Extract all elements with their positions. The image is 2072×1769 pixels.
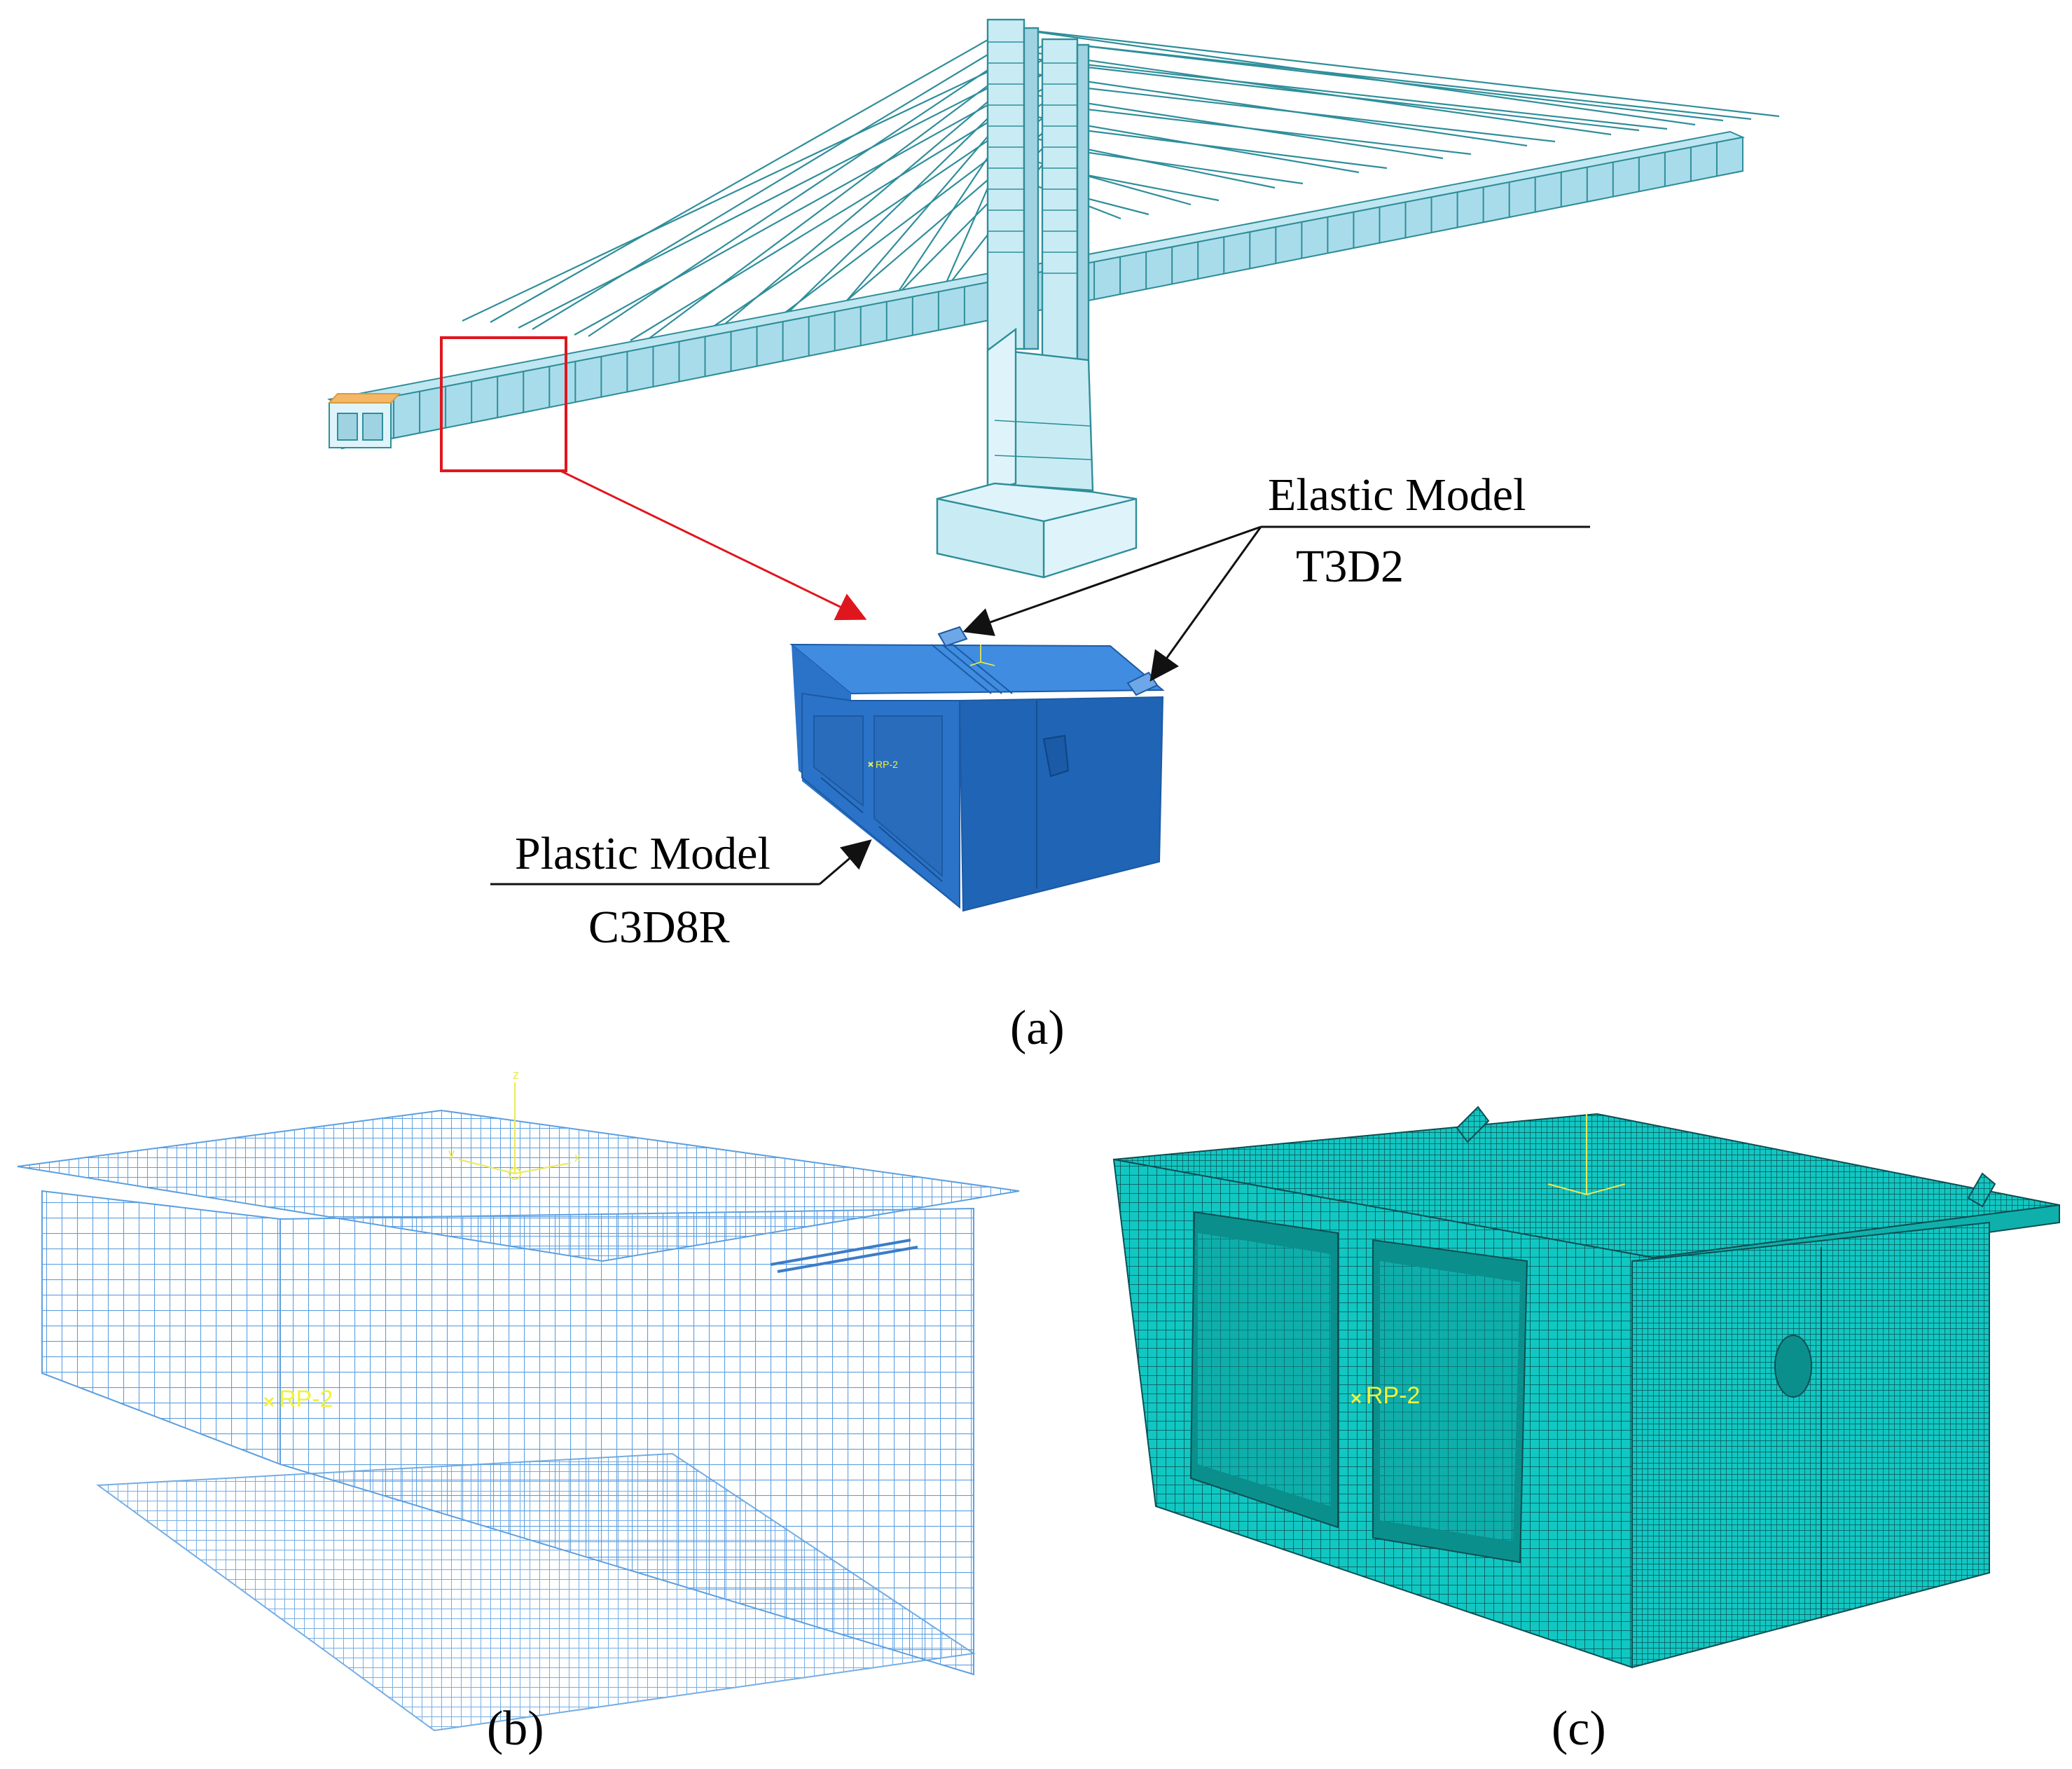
panel-b-label: (b) bbox=[487, 1702, 544, 1756]
rp-label-mesh: RP-2 bbox=[1366, 1382, 1420, 1409]
highlight-arrow bbox=[560, 469, 867, 621]
svg-text:z: z bbox=[513, 1068, 519, 1082]
elastic-model-label: Elastic Model bbox=[1268, 469, 1526, 521]
plastic-element-label: C3D8R bbox=[588, 902, 730, 953]
axis-triad-icon bbox=[969, 645, 995, 666]
rp-label-segment: RP-2 bbox=[876, 759, 898, 770]
axis-triad-icon bbox=[1547, 1114, 1626, 1195]
panel-a-label: (a) bbox=[1010, 1001, 1065, 1055]
reference-point-icon bbox=[868, 762, 873, 767]
rp-label-rebar: RP-2 bbox=[279, 1386, 333, 1412]
reference-point-icon bbox=[1351, 1393, 1362, 1404]
pylon bbox=[936, 18, 1138, 579]
girder-segment-model: RP-2 bbox=[789, 626, 1165, 912]
panel-c-label: (c) bbox=[1552, 1702, 1606, 1756]
highlight-box bbox=[440, 336, 567, 472]
plastic-model-label: Plastic Model bbox=[515, 828, 771, 879]
reference-point-icon bbox=[263, 1396, 275, 1407]
axis-triad-icon bbox=[458, 1082, 572, 1180]
elastic-element-label: T3D2 bbox=[1296, 541, 1404, 592]
meshed-solid-model: RP-2 bbox=[1112, 1106, 2060, 1669]
rebar-cage-model: z x y RP-2 bbox=[17, 1068, 1020, 1732]
deck-end-section bbox=[327, 393, 401, 448]
leader-lines bbox=[490, 525, 1590, 886]
bridge-model bbox=[327, 18, 1780, 621]
svg-text:y: y bbox=[448, 1146, 455, 1160]
svg-text:x: x bbox=[574, 1150, 581, 1164]
stay-cables bbox=[462, 27, 1780, 345]
